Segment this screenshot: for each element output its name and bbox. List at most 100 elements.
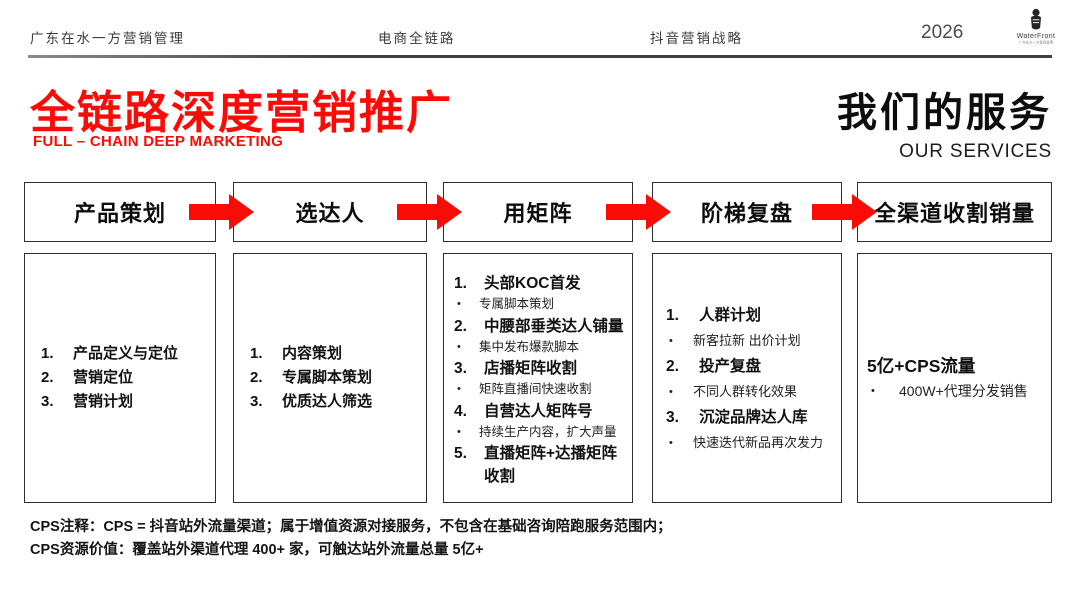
item-text: 中腰部垂类达人铺量 [484,317,624,335]
flow-stage-header-omnichannel-sales: 全渠道收割销量 [857,182,1052,242]
sub-bullet-item: •400W+代理分发销售 [867,379,1047,403]
flow-stage-header-select-talent: 选达人 [233,182,427,242]
list-item: 3. 营销计划 [41,390,211,414]
stage-label: 选达人 [295,201,365,226]
item-number: 3. [454,360,467,377]
list-item: 5. 直播矩阵+达播矩阵收割 [454,442,628,488]
cps-volume-title: 5亿+CPS流量 [867,356,976,376]
flow-arrow-icon [812,194,877,230]
item-number: 1. [41,345,54,362]
list-item: 3. 沉淀品牌达人库 [666,404,837,431]
stage-label: 产品策划 [73,201,166,226]
list-item: 3. 店播矩阵收割 [454,357,628,380]
flow-stage-body-stepped-review: 1.人群计划 •新客拉新 出价计划 2.投产复盘 •不同人群转化效果 3.沉淀品… [652,253,842,503]
sub-bullet-item: • 专属脚本策划 [454,295,628,315]
item-number: 3. [250,393,263,410]
list-item: 1.头部KOC首发 [454,272,628,295]
item-number: 3. [666,408,679,426]
year-label: 2026 [921,22,964,43]
logo-wordmark: WaterFront [1016,33,1056,40]
flow-stage-header-use-matrix: 用矩阵 [443,182,633,242]
flow-arrow-icon [397,194,462,230]
list-item: 1. 人群计划 [666,302,837,329]
cps-footnote-line2: CPS资源价值：覆盖站外渠道代理 400+ 家，可触达站外流量总量 5亿+ [30,542,484,558]
item-text: 投产复盘 [699,357,762,375]
flow-arrow-icon [189,194,254,230]
stage-label: 用矩阵 [503,201,573,226]
bullet-text: 集中发布爆款脚本 [479,339,580,354]
item-number: 5. [454,445,467,462]
list-item: 3. 优质达人筛选 [250,390,422,414]
item-text: 营销定位 [73,369,134,386]
list-item: 2.投产复盘 [666,353,837,380]
item-number: 1. [454,275,467,292]
item-text: 营销计划 [73,393,134,410]
flow-stage-header-product-planning: 产品策划 [24,182,216,242]
list-item: 2. 营销定位 [41,366,211,390]
services-heading-english: OUR SERVICES [899,141,1052,162]
services-heading-block: 我们的服务 OUR SERVICES [837,80,1052,163]
list-item: 1. 内容策划 [250,342,422,366]
numbered-list: 1.内容策划 2.专属脚本策划 3.优质达人筛选 [234,342,426,414]
nav-item-douyin-strategy: 抖音营销战略 [650,27,743,47]
bullet-icon: • [669,334,673,347]
cps-footnote: CPS注释：CPS = 抖音站外流量渠道；属于增值资源对接服务，不包含在基础咨询… [30,516,672,562]
sub-bullet-item: • 持续生产内容，扩大声量 [454,423,628,443]
flow-stage-body-product-planning: 1. 产品定义与定位 2. 营销定位 3. 营销计划 [24,253,216,503]
flow-stage-body-select-talent: 1.内容策划 2.专属脚本策划 3.优质达人筛选 [233,253,427,503]
stage-label: 全渠道收割销量 [873,201,1035,226]
item-number: 1. [250,345,263,362]
flow-stage-body-omnichannel-sales: 5亿+CPS流量 •400W+代理分发销售 [857,253,1052,503]
logo-subtext: 广东在水一方营销管理 [1019,40,1053,45]
item-text: 产品定义与定位 [73,345,179,362]
item-text: 专属脚本策划 [282,369,373,386]
bullet-text: 专属脚本策划 [479,297,555,311]
sub-bullet-item: •集中发布爆款脚本 [454,338,628,358]
item-number: 2. [454,317,467,335]
item-number: 2. [41,369,54,386]
item-text: 人群计划 [699,306,762,324]
nav-item-label: 抖音营销战略 [650,31,743,46]
item-text: 店播矩阵收割 [484,360,578,377]
bullet-text: 持续生产内容，扩大声量 [479,424,617,439]
item-text: 优质达人筛选 [282,393,373,410]
page-title-english: FULL – CHAIN DEEP MARKETING [33,133,284,150]
nav-item-label: 广东在水一方营销管理 [30,31,185,46]
flow-stage-body-use-matrix: 1.头部KOC首发 •专属脚本策划 2.中腰部垂类达人铺量 •集中发布爆款脚本 … [443,253,633,503]
list-item: 4. 自营达人矩阵号 [454,400,628,423]
company-logo: WaterFront 广东在水一方营销管理 [1008,8,1064,45]
sub-bullet-item: • 新客拉新 出价计划 [666,329,837,353]
bullet-text: 新客拉新 出价计划 [693,332,801,348]
nav-item-company: 广东在水一方营销管理 [30,27,185,47]
cps-footnote-line1: CPS注释：CPS = 抖音站外流量渠道；属于增值资源对接服务，不包含在基础咨询… [30,519,672,535]
flow-stage-header-stepped-review: 阶梯复盘 [652,182,842,242]
item-number: 3. [41,393,54,410]
bullet-icon: • [457,425,461,438]
page-title: 全链路深度营销推广 [30,87,454,138]
item-text: 内容策划 [282,345,343,362]
stage-label: 阶梯复盘 [700,201,793,226]
sub-bullet-item: •矩阵直播间快速收割 [454,380,628,400]
waterfront-figure-icon [1031,8,1041,30]
item-text: 直播矩阵+达播矩阵收割 [484,445,618,485]
bullet-text: 不同人群转化效果 [693,383,798,399]
services-heading: 我们的服务 [837,91,1052,135]
header-divider-line [28,55,1052,58]
bullet-text: 快速迭代新品再次发力 [693,434,824,450]
bullet-icon: • [669,436,673,449]
nav-item-label: 电商全链路 [378,31,456,46]
item-number: 1. [666,306,679,324]
item-text: 沉淀品牌达人库 [699,408,808,426]
list-item: 1. 产品定义与定位 [41,342,211,366]
sub-bullet-item: •不同人群转化效果 [666,380,837,404]
bullet-icon: • [457,298,461,310]
sub-bullet-item: • 快速迭代新品再次发力 [666,431,837,455]
item-text: 自营达人矩阵号 [484,402,593,420]
numbered-list: 1. 产品定义与定位 2. 营销定位 3. 营销计划 [25,342,215,414]
bullet-text: 400W+代理分发销售 [899,383,1028,399]
bullet-icon: • [457,383,461,395]
flow-arrow-icon [606,194,671,230]
nav-item-ecommerce: 电商全链路 [378,27,456,47]
item-number: 4. [454,402,467,420]
